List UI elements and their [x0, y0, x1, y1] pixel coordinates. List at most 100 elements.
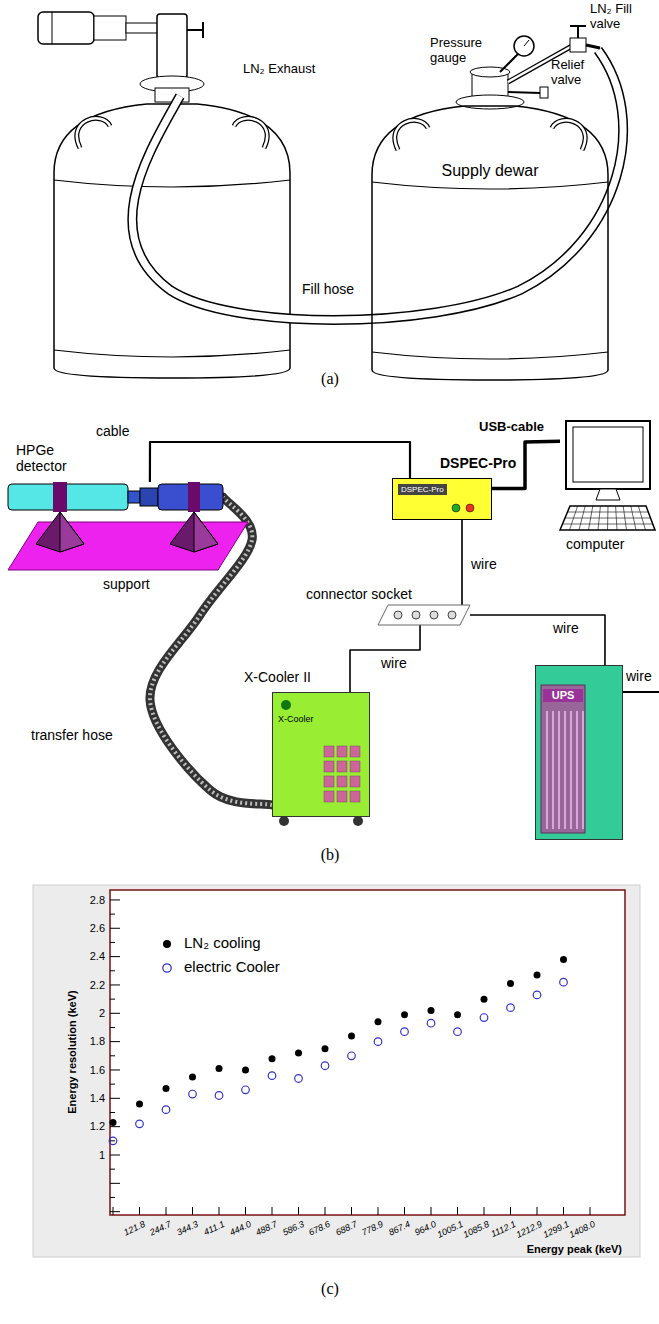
dewar-shape [370, 100, 610, 382]
y-tick-label: 1.8 [90, 1035, 105, 1048]
computer-shape [560, 420, 655, 532]
panel-text: DSPEC-Pro [398, 484, 447, 495]
data-point [507, 1004, 515, 1012]
computer: computer [560, 420, 655, 532]
x-tick-label: 1212.9 [515, 1219, 544, 1240]
x-tick-label: 778.9 [361, 1219, 386, 1238]
panel-caption: (c) [321, 1280, 339, 1298]
supply-dewar: Supply dewar [370, 100, 610, 382]
support-shape [8, 522, 248, 570]
y-tick-label: 1 [99, 1149, 105, 1162]
chart-panel [33, 885, 640, 1257]
data-point [321, 1062, 329, 1070]
label: LN₂ Exhaust [243, 62, 315, 77]
data-point [348, 1032, 355, 1039]
data-point [533, 991, 541, 999]
data-point [189, 1074, 196, 1081]
power-wire [470, 615, 605, 665]
power-wire [350, 625, 420, 692]
data-point [215, 1092, 223, 1100]
data-point [268, 1072, 276, 1080]
data-point [560, 956, 567, 963]
connector-label: cable [95, 423, 130, 439]
data-point [242, 1086, 250, 1094]
data-point [162, 1106, 170, 1114]
fill-hose-inner [132, 50, 623, 320]
y-tick-label: 1.2 [90, 1120, 105, 1133]
connector-label: USB-cable [478, 420, 545, 435]
data-point [481, 996, 488, 1003]
connector-label: transfer hose [30, 727, 114, 743]
data-point [295, 1075, 303, 1083]
label: Fill hose [302, 281, 354, 297]
ups-unit: UPS [535, 665, 623, 840]
data-point [110, 1119, 117, 1126]
legend-marker [160, 937, 174, 951]
x-tick-label: 688.7 [334, 1219, 359, 1238]
data-point [375, 1018, 382, 1025]
data-point [242, 1066, 249, 1073]
node-label: support [103, 576, 150, 592]
connector-label: wire [380, 655, 408, 671]
x-tick-label: 121.8 [122, 1219, 147, 1238]
x-tick-label: 411.1 [202, 1219, 226, 1238]
node-label: X-Cooler II [244, 669, 311, 685]
y-tick-label: 1.6 [90, 1064, 105, 1077]
x-tick-label: 867.4 [387, 1219, 412, 1238]
power-wire [461, 520, 462, 605]
detector-support: support [8, 522, 248, 570]
data-point [136, 1120, 144, 1128]
hpge-detector: HPGe detector [8, 482, 223, 512]
detector-shape [8, 482, 223, 512]
x-tick-label: 1005.1 [436, 1219, 465, 1240]
x-tick-label: 1408.0 [568, 1219, 597, 1240]
data-point [374, 1038, 382, 1046]
power-wire [623, 691, 659, 693]
panel-text: X-Cooler [278, 714, 314, 724]
x-tick-label: 1085.8 [462, 1219, 491, 1240]
node-label: computer [566, 536, 624, 552]
x-tick-label: 488.7 [255, 1219, 280, 1238]
label: Pressure gauge [430, 36, 492, 66]
node-label: HPGe detector [16, 442, 96, 474]
legend-text: LN₂ cooling [184, 934, 261, 951]
x-tick-label: 344.3 [175, 1219, 200, 1238]
data-point [163, 1085, 170, 1092]
y-tick-label: 2.6 [90, 922, 105, 935]
data-point [454, 1028, 462, 1036]
data-point [269, 1055, 276, 1062]
data-point [480, 1014, 488, 1022]
data-point [322, 1045, 329, 1052]
node-label: DSPEC-Pro [440, 455, 516, 471]
label: Relief valve [551, 58, 599, 88]
node-label: Supply dewar [370, 162, 610, 180]
data-point [109, 1137, 117, 1145]
dewar-drawing [54, 104, 290, 378]
x-tick-label: 244.7 [149, 1219, 174, 1238]
x-tick-label: 586.3 [281, 1219, 306, 1238]
panel-caption: (a) [321, 370, 339, 388]
data-point [507, 980, 514, 987]
node-label: UPS [543, 689, 583, 702]
label: wire [626, 668, 652, 684]
axis-title: Energy peak (keV) [527, 1243, 622, 1256]
data-point [428, 1007, 435, 1014]
data-point [216, 1065, 223, 1072]
y-tick-label: 2 [99, 1007, 105, 1020]
dewar-fill [372, 106, 608, 380]
data-point [295, 1049, 302, 1056]
dspec-box: DSPEC-ProDSPEC-Pro [392, 478, 492, 520]
data-point [427, 1019, 435, 1027]
y-tick-label: 1.4 [90, 1092, 105, 1105]
plot-area [110, 890, 625, 1215]
x-tick-label: 1299.1 [542, 1219, 571, 1240]
legend-marker [160, 961, 174, 975]
y-tick-label: 2.8 [90, 894, 105, 907]
x-cooler: X-Cooler IIX-Cooler [272, 692, 370, 827]
data-point [560, 978, 568, 986]
data-point [136, 1100, 143, 1107]
x-tick-label: 1112.1 [490, 1219, 518, 1239]
y-tick-label: 2.2 [90, 979, 105, 992]
data-point [348, 1052, 356, 1060]
axis-title: Energy resolution (keV) [66, 990, 79, 1113]
